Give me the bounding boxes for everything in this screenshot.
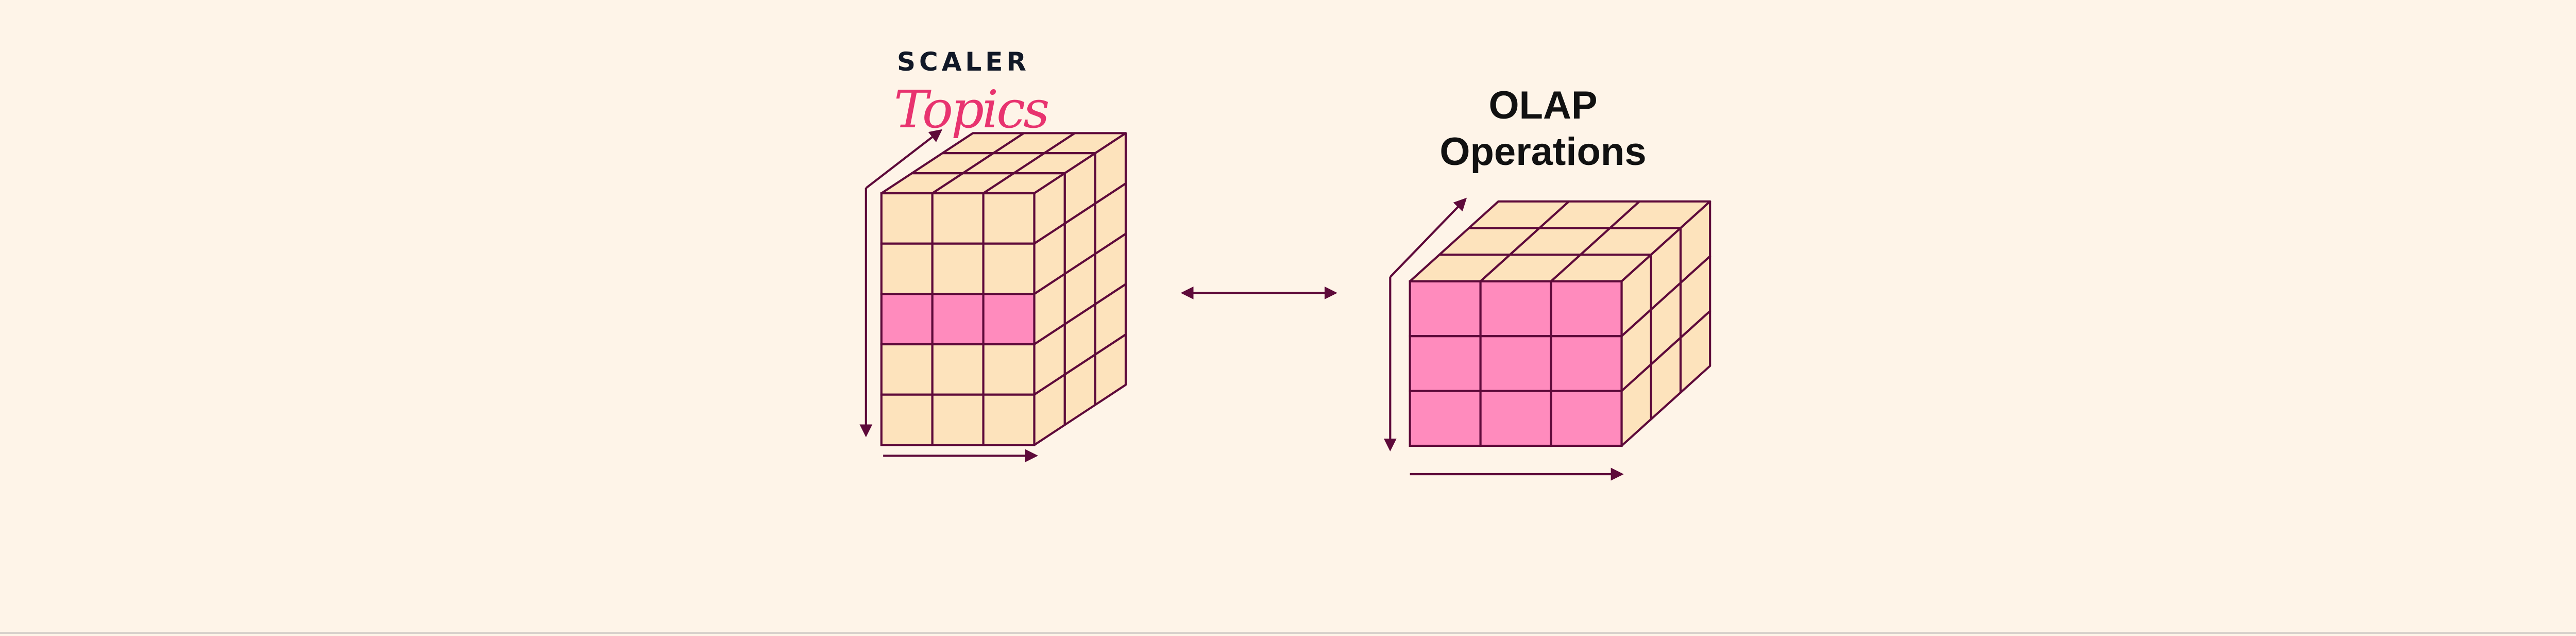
highlighted-cell bbox=[982, 293, 1036, 346]
front-cell bbox=[880, 343, 934, 396]
front-cell bbox=[982, 192, 1036, 245]
diagram-title: OLAP Operations bbox=[1439, 83, 1647, 174]
right-data-cube bbox=[1409, 200, 1711, 447]
highlighted-cell bbox=[1409, 390, 1482, 447]
front-cell bbox=[982, 393, 1036, 446]
front-cell bbox=[931, 192, 985, 245]
front-cell bbox=[931, 343, 985, 396]
highlighted-cell bbox=[1550, 390, 1623, 447]
highlighted-cell bbox=[1479, 390, 1552, 447]
highlighted-cell bbox=[1409, 280, 1482, 338]
depth-arrow bbox=[865, 129, 943, 189]
left-data-cube bbox=[880, 132, 1127, 446]
front-cell bbox=[982, 343, 1036, 396]
logo-topics: Topics bbox=[894, 79, 1049, 140]
highlighted-cell bbox=[931, 293, 985, 346]
front-cell bbox=[880, 242, 934, 295]
highlighted-cell bbox=[1550, 335, 1623, 392]
front-cell bbox=[880, 393, 934, 446]
axis-arrows bbox=[859, 129, 1624, 481]
highlighted-cell bbox=[1550, 280, 1623, 338]
highlighted-cell bbox=[1409, 335, 1482, 392]
logo-scaler: SCALER bbox=[897, 47, 1030, 77]
highlighted-cell bbox=[1479, 280, 1552, 338]
front-cell bbox=[982, 242, 1036, 295]
front-cell bbox=[880, 192, 934, 245]
front-cell bbox=[931, 242, 985, 295]
front-cell bbox=[931, 393, 985, 446]
highlighted-cell bbox=[880, 293, 934, 346]
depth-arrow bbox=[1389, 197, 1467, 278]
highlighted-cell bbox=[1479, 335, 1552, 392]
